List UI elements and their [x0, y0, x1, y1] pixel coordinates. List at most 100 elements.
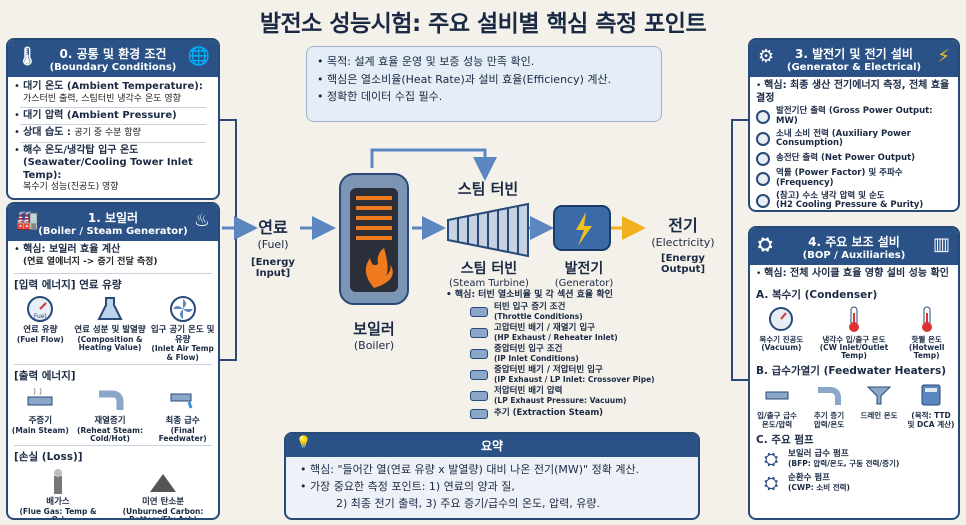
- list-item: 송전단 출력 (Net Power Output): [756, 152, 952, 167]
- pipe-icon: [470, 328, 488, 339]
- turbine-illustration: [447, 202, 529, 258]
- chimney-icon: [43, 466, 73, 496]
- core-text: • 핵심: 보일러 효율 계산: [14, 244, 121, 255]
- list-item: 발전기단 출력 (Gross Power Output: MW): [756, 106, 952, 127]
- generator-illustration: [553, 205, 611, 251]
- turbine-list-item: 터빈 입구 증기 조건(Throttle Conditions): [470, 302, 706, 322]
- list-item: • 상대 습도 : 공기 중 수분 함량: [14, 127, 141, 139]
- summary-line: • 핵심: "들어간 열(연료 유량 x 발열량) 대비 나온 전기(MW)" …: [300, 463, 640, 476]
- electricity-label: 전기 (Electricity) [Energy Output]: [651, 216, 715, 275]
- power-plug-icon: [756, 132, 770, 147]
- turbine-label: 스팀 터빈 (Steam Turbine): [449, 261, 529, 289]
- thermometer-icon: [912, 304, 942, 334]
- goal-line: • 핵심은 열소비율(Heat Rate)과 설비 효율(Efficiency)…: [317, 72, 612, 86]
- gauge-icon: [756, 109, 770, 124]
- heat-exchanger-icon: ▥: [932, 234, 950, 255]
- section-pumps: C. 주요 펌프: [756, 433, 814, 446]
- list-item: 역률 (Power Factor) 및 주파수 (Frequency): [756, 168, 952, 189]
- pipe-bend-icon: [95, 385, 125, 415]
- calculator-icon: [916, 380, 946, 410]
- pump-icon: ⛭: [764, 472, 779, 494]
- panel-subtitle: (Boundary Conditions): [49, 62, 177, 73]
- turbine-core: • 핵심: 터빈 열소비율 및 각 섹션 효율 확인: [446, 290, 613, 300]
- turbine-list-item: 고압터빈 배기 / 재열기 입구(HP Exhaust / Reheater I…: [470, 323, 706, 343]
- panel-boundary-conditions: 🌡 0. 공통 및 환경 조건 (Boundary Conditions) 🌐 …: [6, 38, 220, 200]
- turbine-list-item: 중압터빈 입구 조건(IP Inlet Conditions): [470, 344, 706, 364]
- panel-header: ⚙ 3. 발전기 및 전기 설비 (Generator & Electrical…: [750, 40, 958, 77]
- extraction-pipe-icon: [470, 409, 488, 420]
- list-item: ⛭ 보일러 급수 펌프(BFP: 압력/온도, 구동 전력/증기): [764, 448, 900, 470]
- boiler-illustration: [339, 173, 409, 305]
- generator-label: 발전기 (Generator): [554, 261, 614, 289]
- pump-list: ⛭ 보일러 급수 펌프(BFP: 압력/온도, 구동 전력/증기) ⛭ 순환수 …: [750, 449, 958, 494]
- panel-header: 🏭 1. 보일러 (Boiler / Steam Generator) ♨: [8, 204, 218, 241]
- turbine-list-item: 저압터빈 배기 압력(LP Exhaust Pressure: Vacuum): [470, 386, 706, 406]
- gauge-icon: Fuel: [25, 294, 55, 324]
- thermometer-sun-icon: 🌡: [16, 46, 39, 67]
- pump-icon: ⛭: [764, 448, 779, 470]
- sine-wave-icon: [756, 171, 770, 186]
- globe-icon: 🌐: [187, 46, 210, 67]
- turbine-measurements: • 핵심: 터빈 열소비율 및 각 섹션 효율 확인 터빈 입구 증기 조건(T…: [446, 290, 706, 422]
- summary-title: 요약: [480, 439, 504, 453]
- turbine-list-item: 중압터빈 배기 / 저압터빈 입구(IP Exhaust / LP Inlet:…: [470, 365, 706, 385]
- list-item: 소내 소비 전력 (Auxiliary Power Consumption): [756, 129, 952, 150]
- goal-box: • 목적: 설계 효율 운영 및 보증 성능 만족 확인. • 핵심은 열소비율…: [306, 46, 662, 122]
- panel-generator-electrical: ⚙ 3. 발전기 및 전기 설비 (Generator & Electrical…: [748, 38, 960, 212]
- loss-icons-row: 배가스(Flue Gas: Temp & O₂) 미연 탄소분(Unburned…: [8, 466, 218, 518]
- section-input-energy: [입력 에너지] 연료 유량: [14, 278, 122, 291]
- panel-boiler: 🏭 1. 보일러 (Boiler / Steam Generator) ♨ • …: [6, 202, 220, 520]
- core-subtext: (연료 열에너지 -> 증기 전달 측정): [23, 256, 158, 267]
- ash-pile-icon: [148, 466, 178, 496]
- list-item: • 해수 온도/냉각탑 입구 온도(Seawater/Cooling Tower…: [14, 144, 193, 193]
- panel-bop-auxiliaries: ⛭ 4. 주요 보조 설비 (BOP / Auxiliaries) ▥ • 핵심…: [748, 226, 960, 520]
- panel-title: 0. 공통 및 환경 조건: [59, 47, 167, 61]
- goal-line: • 정확한 데이터 수집 필수.: [317, 90, 443, 104]
- output-icons-row: 주증기(Main Steam) 재열증기(Reheat Steam: Cold/…: [8, 385, 218, 443]
- generator-icon: ⚙: [758, 46, 775, 67]
- page-title: 발전소 성능시험: 주요 설비별 핵심 측정 포인트: [259, 11, 707, 37]
- factory-icon: 🏭: [16, 210, 39, 231]
- summary-line: 2) 최종 전기 출력, 3) 주요 증기/급수의 온도, 압력, 유량.: [336, 497, 601, 511]
- panel-title: 4. 주요 보조 설비: [808, 235, 900, 249]
- pump-icon: ⛭: [758, 234, 773, 255]
- crossover-pipe-icon: [470, 370, 488, 381]
- list-item: ⛭ 순환수 펌프(CWP: 소비 전력): [764, 472, 850, 494]
- summary-line: • 가장 중요한 측정 포인트: 1) 연료의 양과 질,: [300, 480, 515, 494]
- condenser-icons-row: 복수기 진공도(Vacuum) 냉각수 입/출구 온도(CW Inlet/Out…: [750, 304, 958, 361]
- summary-box: 💡 요약 • 핵심: "들어간 열(연료 유량 x 발열량) 대비 나온 전기(…: [284, 432, 700, 520]
- core-text: • 핵심: 전체 사이클 효율 영향 설비 성능 확인: [756, 268, 949, 279]
- panel-header: 🌡 0. 공통 및 환경 조건 (Boundary Conditions) 🌐: [8, 40, 218, 77]
- thermometer-icon: [839, 304, 869, 334]
- hydrogen-cylinder-icon: [756, 194, 770, 209]
- panel-subtitle: (BOP / Auxiliaries): [802, 250, 906, 261]
- boiler-icon: ♨: [193, 210, 210, 231]
- panel-subtitle: (Boiler / Steam Generator): [38, 226, 188, 237]
- section-output-energy: [출력 에너지]: [14, 369, 76, 382]
- list-item: (참고) 수소 냉각 압력 및 순도(H2 Cooling Pressure &…: [756, 191, 952, 210]
- boiler-label: 보일러 (Boiler): [353, 320, 395, 352]
- turbine-list-item: 추기 (Extraction Steam): [470, 407, 706, 421]
- goal-line: • 목적: 설계 효율 운영 및 보증 성능 만족 확인.: [317, 55, 535, 68]
- pressure-gauge-icon: [470, 391, 488, 402]
- section-feedwater-heaters: B. 급수가열기 (Feedwater Heaters): [756, 365, 947, 378]
- lightbulb-icon: 💡: [296, 435, 311, 449]
- core-text: • 핵심: 최종 생산 전기에너지 측정, 전체 효율 결정: [756, 80, 950, 104]
- fan-icon: [168, 294, 198, 324]
- fuel-label: 연료 (Fuel) [Energy Input]: [251, 218, 295, 279]
- panel-header: ⛭ 4. 주요 보조 설비 (BOP / Auxiliaries) ▥: [750, 228, 958, 265]
- water-tap-icon: [168, 385, 198, 415]
- lightning-icon: ⚡: [937, 46, 950, 67]
- svg-text:Fuel: Fuel: [34, 313, 47, 320]
- pipe-icon: [762, 380, 792, 410]
- section-condenser: A. 복수기 (Condenser): [756, 288, 878, 301]
- section-loss: [손실 (Loss)]: [14, 451, 83, 464]
- gauge-icon: [766, 304, 796, 334]
- funnel-icon: [864, 380, 894, 410]
- turbine-top-label: 스팀 터빈: [457, 180, 519, 198]
- list-item: • 대기 압력 (Ambient Pressure): [14, 109, 177, 121]
- pipe-bend-icon: [470, 349, 488, 360]
- panel-subtitle: (Generator & Electrical): [786, 62, 922, 73]
